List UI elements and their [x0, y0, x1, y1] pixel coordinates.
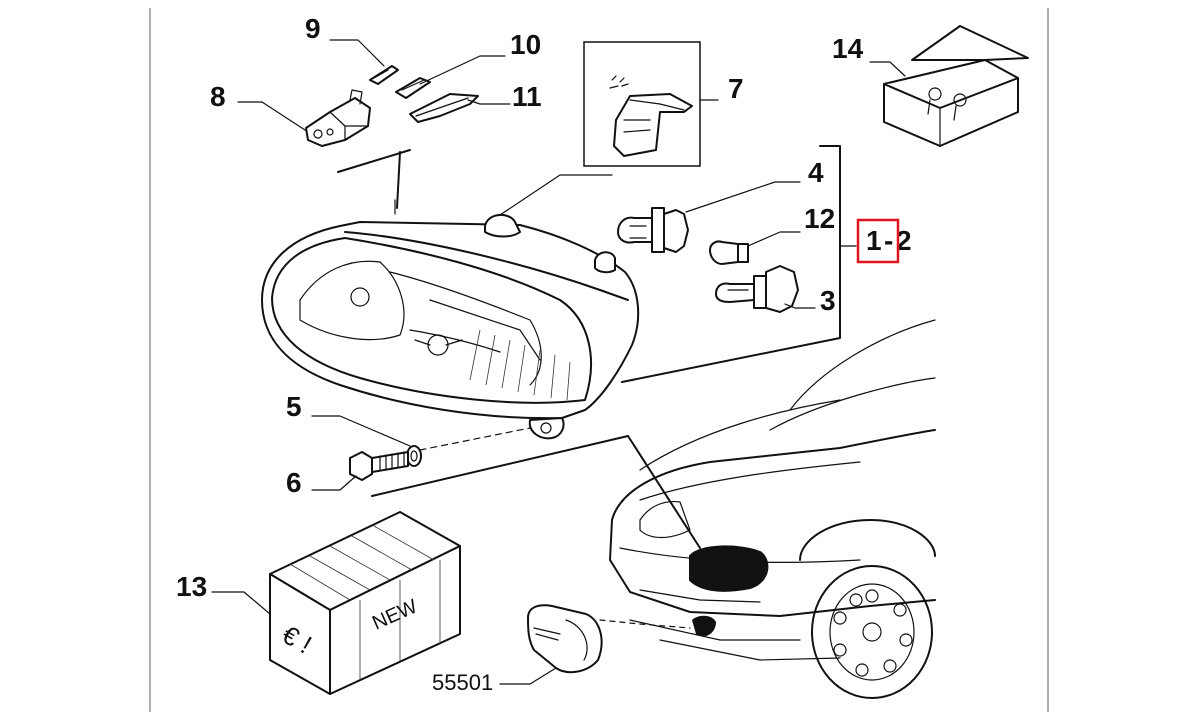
leader-8: [237, 101, 306, 131]
callout-1[interactable]: 1: [866, 225, 882, 256]
callout-14[interactable]: 14: [832, 33, 864, 64]
part-8-connector[interactable]: [305, 89, 371, 147]
fog-dashed: [599, 619, 691, 629]
part-9-terminal[interactable]: [369, 65, 399, 85]
part-13-crate[interactable]: NEW € !: [269, 511, 461, 695]
callout-7[interactable]: 7: [728, 73, 744, 104]
selection-highlight: [856, 218, 900, 264]
callout-6[interactable]: 6: [286, 467, 302, 498]
leader-5: [311, 415, 411, 447]
part-11-harness[interactable]: [409, 93, 479, 123]
callout-5[interactable]: 5: [286, 391, 302, 422]
part-55501-fog-lamp[interactable]: [527, 604, 603, 674]
car-illustration: [609, 319, 936, 699]
callout-4[interactable]: 4: [808, 157, 824, 188]
leader-headlamp-7: [499, 174, 613, 216]
leader-14: [869, 61, 906, 77]
callouts: 9 10 11 8 7 14 4 12 3 5 6 13 55501 1 - 2: [176, 13, 912, 695]
callout-12[interactable]: 12: [804, 203, 835, 234]
part-12-wedge-bulb[interactable]: [709, 240, 749, 265]
callout-13[interactable]: 13: [176, 571, 207, 602]
centerline: [419, 427, 531, 451]
callout-10[interactable]: 10: [510, 29, 541, 60]
leader-12: [747, 231, 801, 247]
part-5-washer[interactable]: [406, 445, 422, 467]
leader-10: [419, 55, 506, 85]
pointer-to-car: [627, 435, 701, 549]
frame-lines: [149, 8, 1049, 712]
leader-4: [685, 181, 801, 213]
callout-9[interactable]: 9: [305, 13, 321, 44]
bracket-1-2: [621, 145, 841, 383]
callout-55501[interactable]: 55501: [432, 670, 493, 695]
part-3-bulb[interactable]: [715, 265, 799, 313]
part-14-bulb-kit[interactable]: [883, 25, 1029, 147]
pointer-to-car-top: [371, 435, 629, 497]
leader-13: [211, 591, 271, 615]
callout-dash: -: [884, 225, 893, 256]
leader-9: [329, 39, 385, 67]
leader-55501: [499, 667, 557, 685]
leader-11: [467, 99, 511, 105]
callout-2[interactable]: 2: [896, 225, 912, 256]
part-6-bolt[interactable]: [349, 451, 409, 481]
callout-3[interactable]: 3: [820, 285, 836, 316]
headlamp-assembly[interactable]: [261, 214, 640, 440]
part-10-terminal[interactable]: [395, 77, 431, 99]
part-7-bracket-box[interactable]: [583, 41, 701, 167]
callout-8[interactable]: 8: [210, 81, 226, 112]
leader-3: [784, 303, 816, 309]
pointer-v: [337, 149, 411, 215]
callout-11[interactable]: 11: [512, 81, 542, 112]
leader-6: [311, 475, 357, 491]
part-4-bulb[interactable]: [617, 207, 689, 253]
